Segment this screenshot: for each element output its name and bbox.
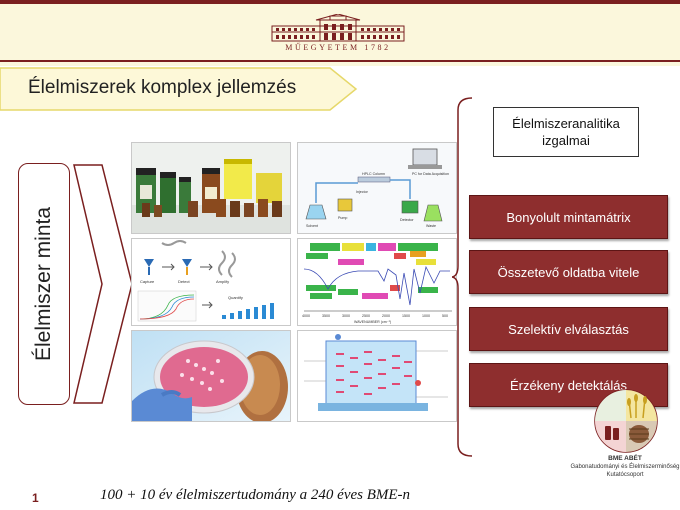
- challenge-title: Élelmiszeranalitika izgalmai: [512, 116, 620, 148]
- gel-electrophoresis-image: [297, 330, 457, 422]
- ir-tick-2500: 2500: [362, 314, 370, 318]
- challenge-item-dissolution: Összetevő oldatba vitele: [469, 250, 668, 294]
- challenge-item-complex-matrix: Bonyolult mintamátrix: [469, 195, 668, 239]
- pcr-label-quantify: Quantify: [228, 295, 243, 300]
- left-brace-icon: [452, 97, 473, 457]
- hplc-label-pc: PC for Data Acquisition: [412, 172, 449, 176]
- hplc-schematic-image: PC for Data Acquisition HPLC Column Inje…: [297, 142, 457, 234]
- challenge-title-box: Élelmiszeranalitika izgalmai: [493, 107, 639, 157]
- hplc-label-column: HPLC Column: [362, 172, 385, 176]
- petri-dish-image: [131, 330, 291, 422]
- title-banner: [0, 67, 358, 111]
- header-rule: [0, 60, 680, 62]
- logo-caption: MŰEGYETEM 1782: [285, 43, 391, 52]
- sample-box: [18, 163, 70, 405]
- ir-tick-3500: 3500: [322, 314, 330, 318]
- ir-tick-500: 500: [442, 314, 448, 318]
- sample-label: Élelmiszer minta: [32, 206, 56, 362]
- hplc-label-injector: Injector: [356, 190, 369, 194]
- pcr-workflow-image: Capture Detect Amplify Quantify: [131, 238, 291, 326]
- reagent-bottles-image: [131, 142, 291, 234]
- bme-abet-logo: [594, 389, 658, 453]
- header-top-rule: [0, 0, 680, 4]
- hplc-label-solvent: Solvent: [306, 224, 318, 228]
- challenge-item-separation: Szelektív elválasztás: [469, 307, 668, 351]
- ir-tick-1000: 1000: [422, 314, 430, 318]
- ir-tick-4000: 4000: [302, 314, 310, 318]
- university-building-logo: [271, 14, 405, 42]
- footer-text: 100 + 10 év élelmiszertudomány a 240 éve…: [100, 487, 411, 503]
- slide-title: Élelmiszerek komplex jellemzés: [28, 77, 297, 98]
- hplc-label-detector: Detector: [400, 218, 414, 222]
- ir-spectrum-image: 4000 3500 3000 2500 2000 1500 1000 500 W…: [297, 238, 457, 326]
- ir-axis-label: WAVENUMBER (cm⁻¹): [354, 320, 391, 324]
- chevron-arrow-icon: [73, 164, 133, 404]
- hplc-label-pump: Pump: [338, 216, 347, 220]
- page-number: 1: [32, 491, 39, 505]
- pcr-label-detect: Detect: [178, 279, 190, 284]
- pcr-label-capture: Capture: [140, 279, 155, 284]
- ir-tick-3000: 3000: [342, 314, 350, 318]
- org-subtitle: Gabonatudományi és Élelmiszerminőség Kut…: [570, 464, 680, 478]
- org-name: BME ABÉT: [608, 455, 642, 462]
- hplc-label-waste: Waste: [426, 224, 436, 228]
- pcr-label-amplify: Amplify: [216, 279, 229, 284]
- ir-tick-1500: 1500: [402, 314, 410, 318]
- ir-tick-2000: 2000: [382, 314, 390, 318]
